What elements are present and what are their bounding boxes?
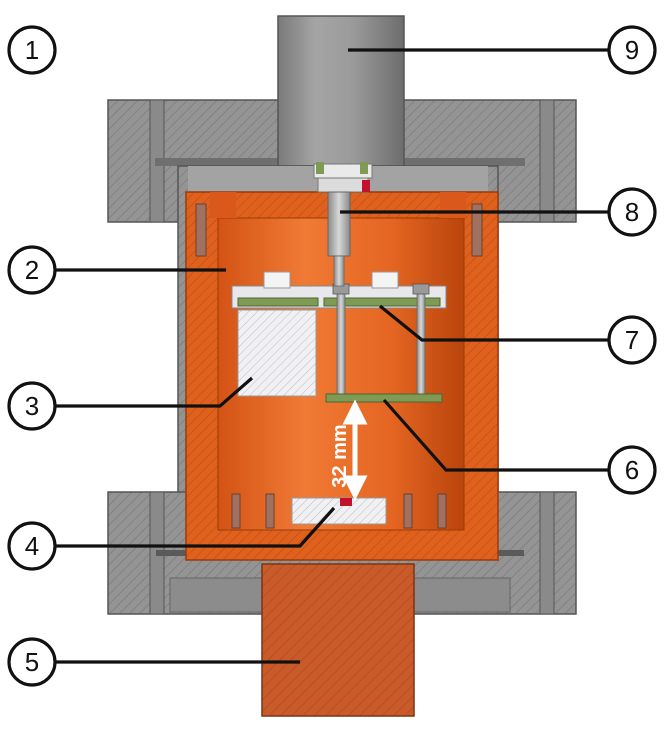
callout-2-text: 2 — [25, 255, 39, 285]
sample-holder — [291, 497, 387, 525]
callout-9: 9 — [607, 25, 657, 75]
leader-6 — [382, 398, 612, 472]
callout-4-text: 4 — [25, 531, 39, 561]
feedthrough — [313, 162, 373, 287]
callout-6: 6 — [607, 445, 657, 495]
support-rods — [332, 283, 430, 399]
callout-1: 1 — [7, 25, 57, 75]
cold-finger — [261, 563, 415, 717]
callout-9-text: 9 — [625, 35, 639, 65]
callout-1-text: 1 — [25, 35, 39, 65]
leader-3 — [54, 376, 254, 408]
hatched-block — [237, 309, 317, 397]
callout-8: 8 — [607, 187, 657, 237]
callout-3: 3 — [7, 381, 57, 431]
leader-lines — [54, 48, 612, 664]
leader-7 — [378, 304, 612, 342]
callout-7-text: 7 — [625, 325, 639, 355]
dimension-arrow: 32 mm — [329, 399, 368, 501]
callout-2: 2 — [7, 245, 57, 295]
callout-7: 7 — [607, 315, 657, 365]
callout-6-text: 6 — [625, 455, 639, 485]
callout-5: 5 — [7, 637, 57, 687]
vertical-tube — [277, 15, 405, 167]
callout-5-text: 5 — [25, 647, 39, 677]
callout-4: 4 — [7, 521, 57, 571]
callout-8-text: 8 — [625, 197, 639, 227]
callout-3-text: 3 — [25, 391, 39, 421]
screws — [195, 203, 483, 529]
leader-4 — [54, 506, 336, 548]
dimension-label: 32 mm — [329, 424, 351, 487]
